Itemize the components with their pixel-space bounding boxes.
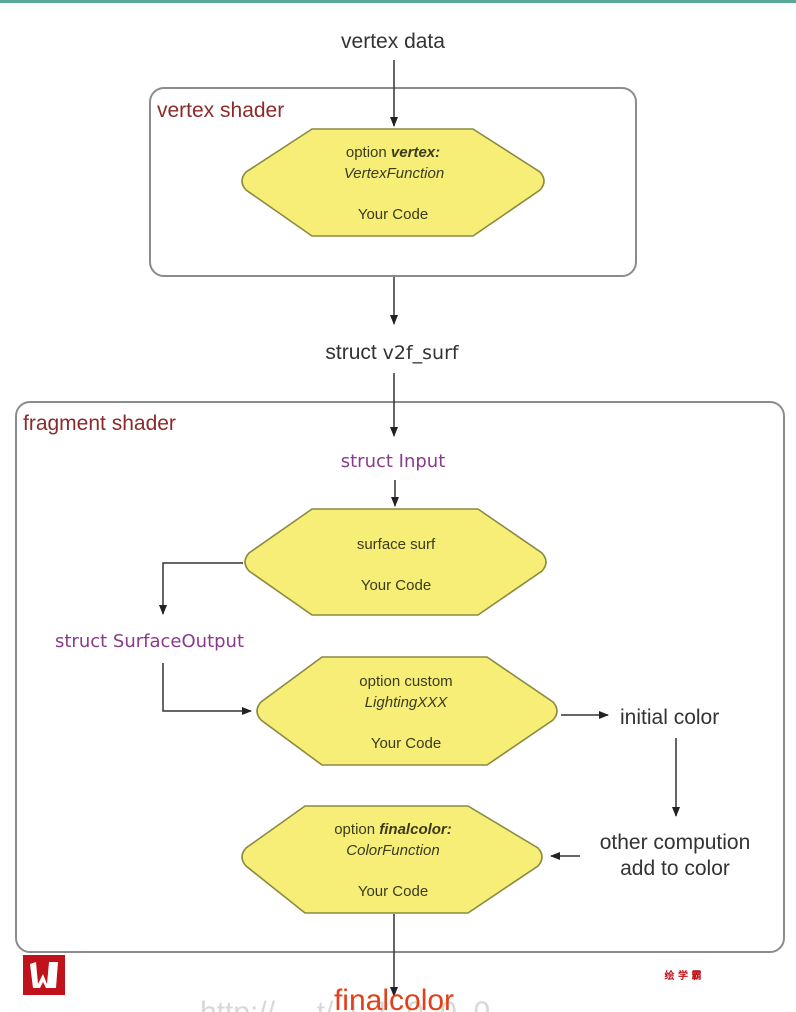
arrow-surfaceoutput-to-lighting	[162, 663, 252, 715]
lighting-node	[256, 656, 558, 766]
vertex-shader-title: vertex shader	[157, 99, 284, 122]
arrow-surf-to-surfaceoutput	[159, 562, 243, 615]
logo-w-icon	[30, 962, 58, 988]
other-computation-line1: other compution	[600, 831, 751, 854]
vertex-node-your-code: Your Code	[358, 206, 428, 223]
other-computation-line2: add to color	[620, 857, 730, 880]
finalcolor-node-line1: option finalcolor:	[334, 821, 452, 838]
top-accent-bar	[0, 0, 796, 3]
finalcolor-node-function-name: ColorFunction	[346, 842, 439, 859]
struct-v2f-surf-label: struct v2f_surf	[325, 341, 459, 364]
initial-color-label: initial color	[620, 706, 719, 729]
struct-input-label: struct Input	[341, 451, 446, 472]
finalcolor-function-node	[241, 805, 543, 914]
finalcolor-node-your-code: Your Code	[358, 883, 428, 900]
surface-surf-node	[244, 508, 547, 616]
lighting-node-line1: option custom	[359, 673, 452, 690]
vertex-function-node	[241, 128, 545, 237]
surf-node-your-code: Your Code	[361, 577, 431, 594]
vertex-node-function-name: VertexFunction	[344, 165, 444, 182]
url-watermark: http:// . t/ l 1 0 0 0	[200, 996, 490, 1012]
vertex-node-line1: option vertex:	[346, 144, 440, 161]
struct-surfaceoutput-label: struct SurfaceOutput	[55, 631, 244, 652]
lighting-node-function-name: LightingXXX	[365, 694, 449, 711]
brand-watermark: 绘 学 霸	[665, 969, 702, 982]
logo-watermark	[23, 955, 65, 995]
logo-background	[23, 955, 65, 995]
finalcolor-output-label: finalcolor	[334, 984, 454, 1012]
lighting-node-your-code: Your Code	[371, 735, 441, 752]
vertex-data-label: vertex data	[341, 30, 445, 53]
fragment-shader-title: fragment shader	[23, 412, 176, 435]
surf-node-line1: surface surf	[357, 536, 436, 553]
